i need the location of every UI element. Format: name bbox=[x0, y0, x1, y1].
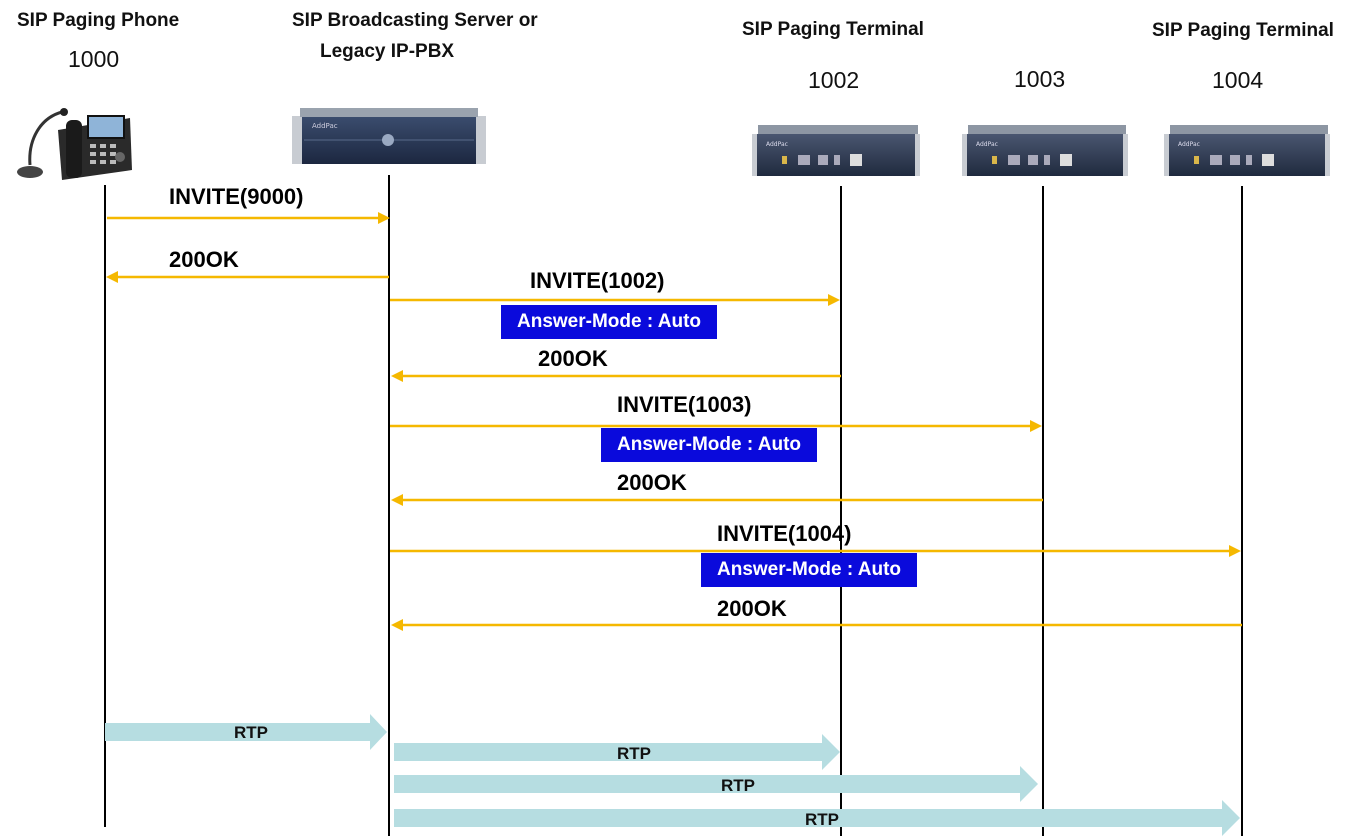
rtp-label-server-1004: RTP bbox=[805, 810, 839, 829]
terminal-1003-number: 1003 bbox=[1014, 66, 1066, 92]
arrow-invite-1003 bbox=[390, 420, 1042, 432]
terminal-1002-title: SIP Paging Terminal bbox=[742, 19, 924, 40]
label-200ok-1004: 200OK bbox=[717, 596, 787, 621]
terminal-1004-device-icon: AddPac bbox=[1164, 125, 1330, 176]
arrow-invite-1002 bbox=[390, 294, 840, 306]
svg-text:AddPac: AddPac bbox=[312, 122, 338, 130]
rtp-arrow-phone-server bbox=[105, 714, 387, 750]
server-title-line2: Legacy IP-PBX bbox=[320, 41, 455, 62]
arrow-invite-9000 bbox=[107, 212, 390, 224]
svg-text:AddPac: AddPac bbox=[1178, 141, 1200, 148]
arrow-200ok-1004 bbox=[391, 619, 1242, 631]
terminal-1004-title: SIP Paging Terminal bbox=[1152, 20, 1334, 41]
label-invite-1002: INVITE(1002) bbox=[530, 268, 665, 293]
rtp-label-server-1003: RTP bbox=[721, 776, 755, 795]
svg-text:AddPac: AddPac bbox=[976, 141, 998, 148]
answer-mode-1003: Answer-Mode : Auto bbox=[601, 428, 818, 462]
arrow-invite-1004 bbox=[390, 545, 1241, 557]
label-invite-1003: INVITE(1003) bbox=[617, 392, 752, 417]
terminal-1002-device-icon: AddPac bbox=[752, 125, 920, 176]
label-200ok-phone: 200OK bbox=[169, 247, 239, 272]
arrow-200ok-phone bbox=[106, 271, 389, 283]
phone-title: SIP Paging Phone bbox=[17, 10, 180, 31]
rtp-label-phone-server: RTP bbox=[234, 723, 268, 742]
rtp-arrow-server-1002 bbox=[394, 734, 840, 770]
terminal-1003-device-icon: AddPac bbox=[962, 125, 1128, 176]
arrow-200ok-1003 bbox=[391, 494, 1043, 506]
label-invite-1004: INVITE(1004) bbox=[717, 521, 852, 546]
terminal-1002-number: 1002 bbox=[808, 67, 860, 93]
label-200ok-1003: 200OK bbox=[617, 470, 687, 495]
rtp-arrow-server-1003 bbox=[394, 766, 1038, 802]
svg-text:AddPac: AddPac bbox=[766, 141, 788, 148]
label-invite-9000: INVITE(9000) bbox=[169, 184, 304, 209]
rtp-label-server-1002: RTP bbox=[617, 744, 651, 763]
broadcast-server-icon: AddPac bbox=[292, 108, 486, 164]
answer-mode-1004: Answer-Mode : Auto bbox=[701, 553, 918, 587]
arrow-200ok-1002 bbox=[391, 370, 841, 382]
label-200ok-1002: 200OK bbox=[538, 346, 608, 371]
answer-mode-1002: Answer-Mode : Auto bbox=[501, 305, 718, 339]
rtp-arrow-server-1004 bbox=[394, 800, 1240, 836]
server-title-line1: SIP Broadcasting Server or bbox=[292, 10, 538, 31]
phone-number: 1000 bbox=[68, 46, 120, 72]
desk-phone-icon bbox=[17, 108, 132, 180]
terminal-1004-number: 1004 bbox=[1212, 67, 1264, 93]
